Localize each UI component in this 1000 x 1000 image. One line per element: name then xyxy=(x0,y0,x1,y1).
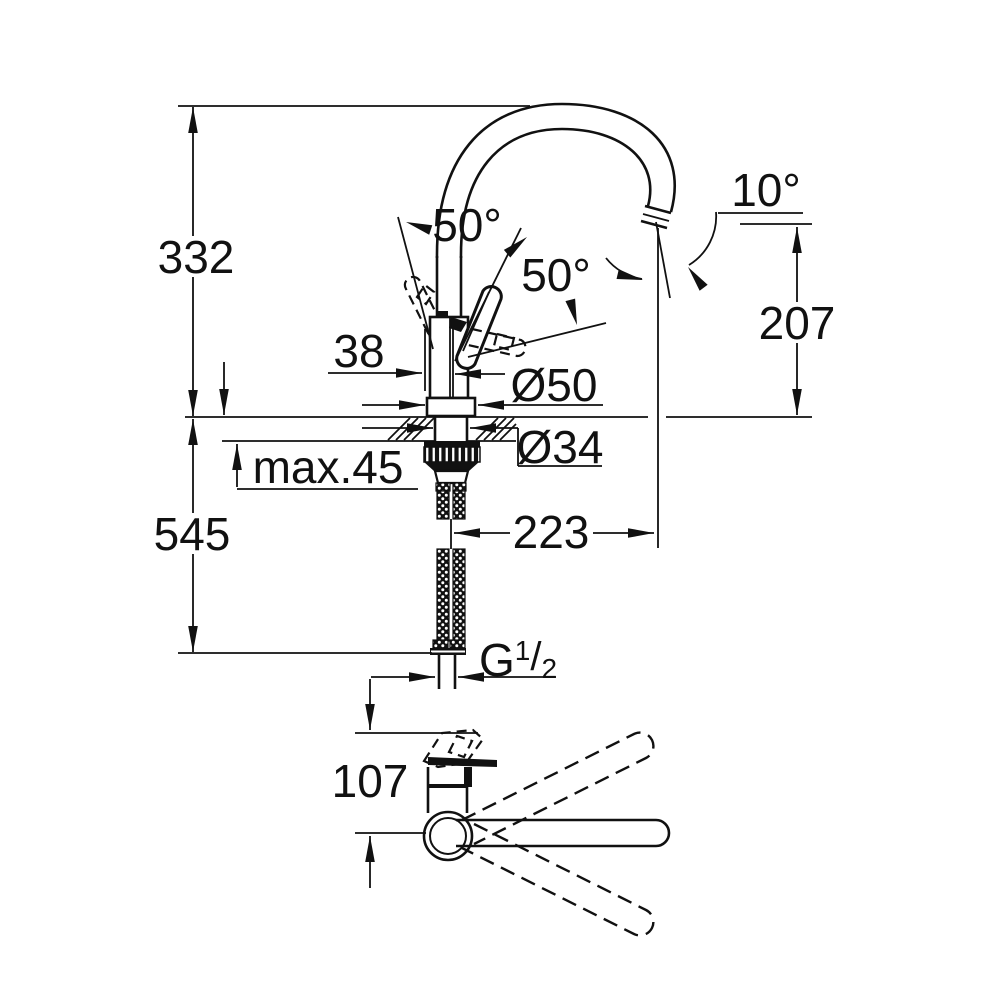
mounting-nut xyxy=(424,441,480,447)
label-max45: max.45 xyxy=(253,441,404,493)
label-dia34: Ø34 xyxy=(517,421,604,473)
aerator-cap xyxy=(640,204,672,230)
dim-38: 38 xyxy=(328,325,505,379)
label-50deg-1: 50° xyxy=(432,199,502,251)
label-223: 223 xyxy=(513,506,590,558)
angle-line-left xyxy=(397,216,434,350)
riser-pipe-mask xyxy=(438,256,460,317)
supply-pipe xyxy=(437,655,457,689)
reference-lines xyxy=(178,105,812,834)
dim-545: 545 xyxy=(154,419,231,652)
plan-spout-solid xyxy=(456,818,671,848)
plan-handle-solid xyxy=(428,757,497,767)
dim-207: 207 xyxy=(759,227,836,415)
spout-arc xyxy=(435,102,677,317)
mounting-assembly xyxy=(423,416,481,689)
label-50deg-2: 50° xyxy=(521,249,591,301)
dim-max45: max.45 xyxy=(219,362,418,493)
outlet-tilt-axis xyxy=(655,221,671,299)
label-g12: G1/2 xyxy=(479,634,557,686)
label-107: 107 xyxy=(332,755,409,807)
label-332: 332 xyxy=(158,231,235,283)
handle-lever-solid xyxy=(449,285,503,370)
handle-dashed-left-position xyxy=(403,275,445,339)
dim-107: 107 xyxy=(332,679,409,888)
counter-hatching xyxy=(387,417,517,441)
label-10deg: 10° xyxy=(731,164,801,216)
cartridge-tab xyxy=(438,311,448,317)
label-545: 545 xyxy=(154,508,231,560)
handle-dashed-right-position xyxy=(467,327,527,358)
label-38: 38 xyxy=(333,325,384,377)
plan-swivel-joint xyxy=(422,810,474,862)
flexible-hoses xyxy=(436,490,466,642)
dim-50deg-right: 50° xyxy=(521,249,591,325)
label-207: 207 xyxy=(759,297,836,349)
dim-50deg-left: 50° xyxy=(406,199,527,258)
dim-dia34: Ø34 xyxy=(362,421,603,473)
label-dia50: Ø50 xyxy=(511,359,598,411)
dim-dia50: Ø50 xyxy=(362,359,603,411)
base-flange xyxy=(425,396,477,418)
plan-spout-swivel-range xyxy=(461,731,655,937)
dim-223: 223 xyxy=(454,506,654,558)
plan-body xyxy=(426,767,469,813)
angle-line-right xyxy=(467,322,607,358)
dim-332: 332 xyxy=(158,107,235,416)
dim-g12: G1/2 xyxy=(371,634,557,686)
plan-view xyxy=(422,728,671,937)
dim-10deg: 10° xyxy=(605,164,801,291)
